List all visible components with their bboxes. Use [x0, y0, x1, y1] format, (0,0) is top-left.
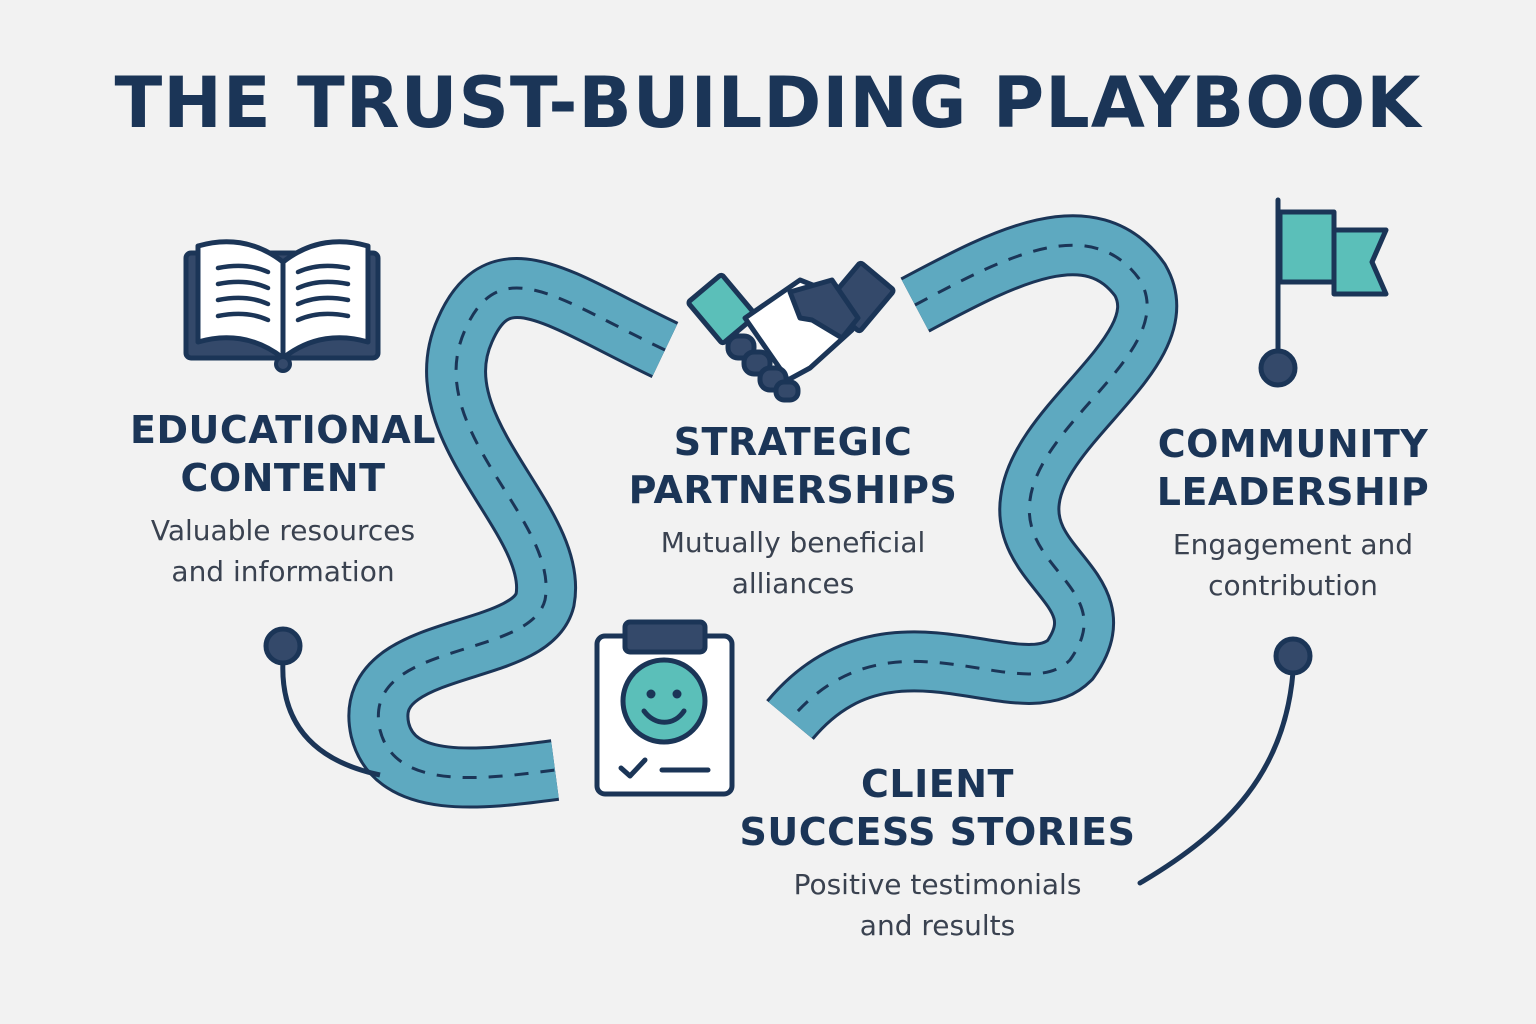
- step-heading-line: SUCCESS STORIES: [739, 810, 1136, 854]
- step-description-line: and results: [859, 909, 1016, 942]
- step-description: Positive testimonials and results: [725, 864, 1150, 946]
- connector-left: [263, 626, 381, 778]
- step-heading-line: PARTNERSHIPS: [628, 468, 958, 512]
- page-title: THE TRUST-BUILDING PLAYBOOK: [114, 62, 1422, 144]
- clipboard-smiley-icon: [594, 619, 735, 797]
- step-heading: EDUCATIONAL CONTENT: [113, 406, 453, 502]
- open-book-icon: [183, 239, 381, 373]
- step-heading-line: EDUCATIONAL: [130, 408, 436, 452]
- step-heading: STRATEGIC PARTNERSHIPS: [603, 418, 983, 514]
- step-community-leadership: COMMUNITY LEADERSHIP Engagement and cont…: [1138, 420, 1448, 606]
- step-description-line: Positive testimonials: [793, 868, 1082, 901]
- step-description-line: contribution: [1208, 569, 1378, 602]
- step-description-line: alliances: [731, 567, 855, 600]
- step-strategic-partnerships: STRATEGIC PARTNERSHIPS Mutually benefici…: [603, 418, 983, 604]
- step-educational-content: EDUCATIONAL CONTENT Valuable resources a…: [113, 406, 453, 592]
- step-description-line: Valuable resources: [150, 514, 416, 547]
- step-description-line: Mutually beneficial: [660, 526, 926, 559]
- step-description-line: Engagement and: [1172, 528, 1414, 561]
- step-heading: COMMUNITY LEADERSHIP: [1138, 420, 1448, 516]
- step-heading-line: CONTENT: [180, 456, 386, 500]
- step-client-success-stories: CLIENT SUCCESS STORIES Positive testimon…: [725, 760, 1150, 946]
- step-heading-line: CLIENT: [861, 762, 1014, 806]
- step-heading-line: COMMUNITY: [1157, 422, 1429, 466]
- handshake-icon: [686, 260, 896, 403]
- step-description-line: and information: [171, 555, 395, 588]
- step-description: Valuable resources and information: [113, 510, 453, 592]
- connector-right: [1137, 636, 1313, 886]
- step-heading-line: STRATEGIC: [673, 420, 913, 464]
- flag-icon: [1258, 197, 1389, 388]
- step-description: Mutually beneficial alliances: [603, 522, 983, 604]
- road-segment-left: [347, 257, 679, 809]
- road-segment-right: [766, 214, 1179, 741]
- step-heading: CLIENT SUCCESS STORIES: [725, 760, 1150, 856]
- step-description: Engagement and contribution: [1138, 524, 1448, 606]
- step-heading-line: LEADERSHIP: [1156, 470, 1430, 514]
